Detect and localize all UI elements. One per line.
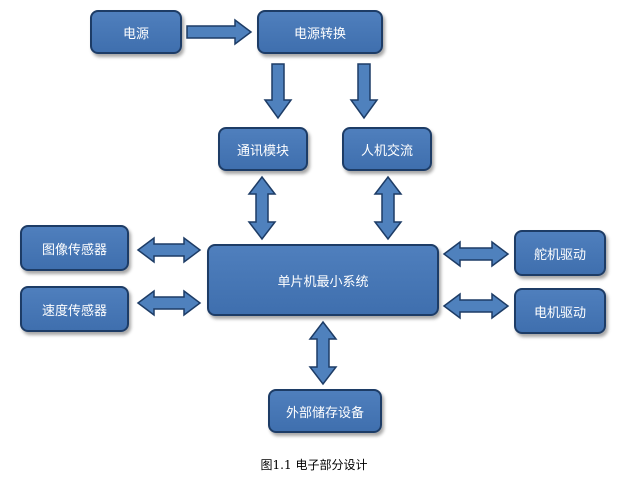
arrow-comm-mcu <box>247 175 277 241</box>
node-power: 电源 <box>90 10 182 54</box>
node-human-interaction: 人机交流 <box>342 127 432 171</box>
node-speed-sensor: 速度传感器 <box>20 286 129 332</box>
node-servo-drive: 舵机驱动 <box>514 230 606 276</box>
arrow-human-mcu <box>373 175 403 241</box>
arrow-image-sensor-mcu <box>136 236 202 264</box>
arrow-convert-to-comm <box>263 63 293 120</box>
node-comm-module: 通讯模块 <box>218 127 308 171</box>
node-mcu-system: 单片机最小系统 <box>207 244 439 316</box>
node-external-storage: 外部储存设备 <box>268 389 382 433</box>
arrow-power-to-convert <box>186 18 253 46</box>
node-motor-drive: 电机驱动 <box>514 288 606 334</box>
arrow-mcu-motor <box>442 292 510 320</box>
arrow-mcu-storage <box>308 320 338 386</box>
node-image-sensor: 图像传感器 <box>20 225 129 271</box>
arrow-mcu-servo <box>442 240 510 268</box>
arrow-speed-sensor-mcu <box>136 289 202 317</box>
figure-caption: 图1.1 电子部分设计 <box>260 458 368 472</box>
arrow-convert-to-human <box>349 63 379 120</box>
node-power-convert: 电源转换 <box>257 10 383 54</box>
